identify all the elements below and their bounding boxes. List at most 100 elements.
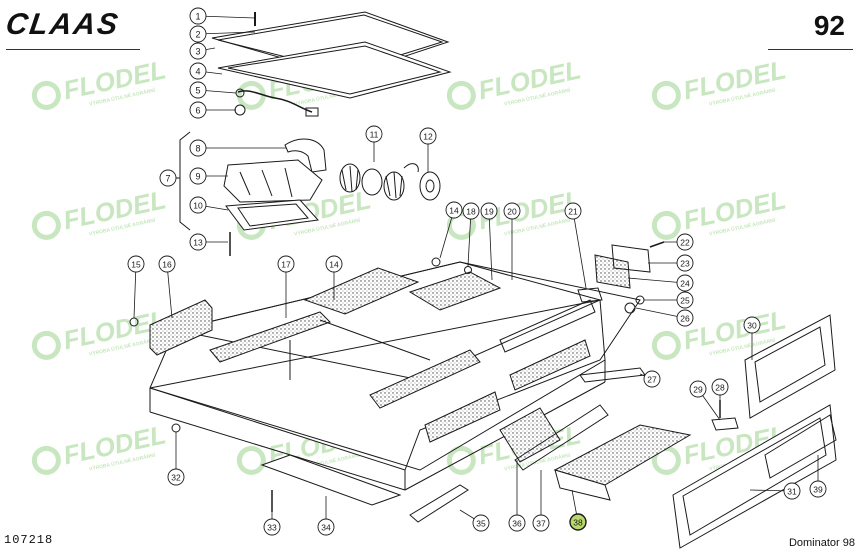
part-callout-21[interactable]: 21 (564, 202, 582, 220)
part-callout-35[interactable]: 35 (472, 514, 490, 532)
part-callout-20[interactable]: 20 (503, 202, 521, 220)
callout-number: 35 (476, 518, 486, 528)
washer-26 (624, 302, 636, 314)
callout-number: 16 (162, 259, 172, 269)
part-callout-36[interactable]: 36 (508, 514, 526, 532)
callout-number: 20 (507, 206, 517, 216)
part-callout-10[interactable]: 10 (189, 196, 207, 214)
callout-circle (317, 518, 335, 536)
part-callout-5[interactable]: 5 (189, 81, 207, 99)
part-callout-34[interactable]: 34 (317, 518, 335, 536)
callout-number: 6 (195, 105, 200, 115)
part-callout-8[interactable]: 8 (189, 139, 207, 157)
part-callout-11[interactable]: 11 (365, 125, 383, 143)
blower-motor (339, 163, 419, 201)
callout-number: 8 (195, 143, 200, 153)
part-callout-27[interactable]: 27 (643, 370, 661, 388)
bracket-23 (611, 244, 651, 273)
part-callout-6[interactable]: 6 (189, 101, 207, 119)
nut-18 (464, 266, 472, 274)
part-callout-16[interactable]: 16 (158, 255, 176, 273)
strip-27 (579, 367, 646, 383)
callout-circle (676, 254, 694, 272)
part-callout-37[interactable]: 37 (532, 514, 550, 532)
seal-37 (514, 404, 609, 471)
part-callout-26[interactable]: 26 (676, 309, 694, 327)
watermark-gear-icon (446, 80, 476, 110)
callout-circle (159, 169, 177, 187)
callout-number: 39 (813, 484, 823, 494)
callout-circle (676, 291, 694, 309)
cover-30 (744, 314, 836, 419)
panel-15 (149, 299, 213, 356)
callout-number: 18 (466, 206, 476, 216)
cover-30-inner (754, 326, 826, 403)
part-callout-32[interactable]: 32 (167, 468, 185, 486)
callout-circle (743, 316, 761, 334)
parts-drawing (129, 11, 837, 549)
insulation-19 (408, 271, 502, 311)
header-rule-left (6, 49, 140, 50)
callout-number: 5 (195, 85, 200, 95)
frame-edge (149, 411, 406, 491)
bolt-32 (171, 423, 181, 433)
channel-right (499, 299, 596, 353)
watermark-gear-icon (651, 330, 681, 360)
callout-number: 7 (165, 173, 170, 183)
part-callout-4[interactable]: 4 (189, 62, 207, 80)
callout-circle (365, 125, 383, 143)
part-callout-14[interactable]: 14 (445, 201, 463, 219)
callout-number: 22 (680, 237, 690, 247)
callout-circle (189, 62, 207, 80)
part-callout-29[interactable]: 29 (689, 380, 707, 398)
part-callout-9[interactable]: 9 (189, 167, 207, 185)
part-callout-17[interactable]: 17 (277, 255, 295, 273)
leader-line (572, 210, 587, 289)
filter-box-38-side (554, 469, 611, 501)
part-callout-7[interactable]: 7 (159, 169, 177, 187)
grommet (234, 104, 246, 116)
watermark-gear-icon (31, 330, 61, 360)
part-callout-2[interactable]: 2 (189, 25, 207, 43)
callout-number: 3 (195, 46, 200, 56)
part-callout-30[interactable]: 30 (743, 316, 761, 334)
callout-number: 37 (536, 518, 546, 528)
part-callout-12[interactable]: 12 (419, 127, 437, 145)
part-callout-33[interactable]: 33 (263, 518, 281, 536)
part-callout-25[interactable]: 25 (676, 291, 694, 309)
part-callout-3[interactable]: 3 (189, 42, 207, 60)
part-callout-19[interactable]: 19 (480, 202, 498, 220)
callout-circle (277, 255, 295, 273)
part-callout-28[interactable]: 28 (711, 378, 729, 396)
side-vent (424, 391, 501, 443)
callout-number: 23 (680, 258, 690, 268)
callout-circle (689, 380, 707, 398)
group-bracket-7 (179, 131, 191, 231)
watermark-gear-icon (236, 445, 266, 475)
fan-housing (223, 159, 323, 203)
part-callout-31[interactable]: 31 (783, 482, 801, 500)
part-callout-39[interactable]: 39 (809, 480, 827, 498)
part-callout-38[interactable]: 38 (569, 513, 587, 531)
callout-circle (419, 127, 437, 145)
part-callout-24[interactable]: 24 (676, 274, 694, 292)
callout-number: 38 (573, 517, 583, 527)
part-callout-13[interactable]: 13 (189, 233, 207, 251)
leader-line (197, 31, 256, 35)
callout-number: 14 (329, 259, 339, 269)
callout-number: 28 (715, 382, 725, 392)
part-callout-18[interactable]: 18 (462, 202, 480, 220)
callout-number: 33 (267, 522, 277, 532)
watermark-gear-icon (31, 445, 61, 475)
part-callout-1[interactable]: 1 (189, 7, 207, 25)
part-callout-14[interactable]: 14 (325, 255, 343, 273)
callout-circle (189, 7, 207, 25)
part-callout-22[interactable]: 22 (676, 233, 694, 251)
part-callout-15[interactable]: 15 (127, 255, 145, 273)
callout-number: 2 (195, 29, 200, 39)
callout-number: 12 (423, 131, 433, 141)
part-callout-23[interactable]: 23 (676, 254, 694, 272)
